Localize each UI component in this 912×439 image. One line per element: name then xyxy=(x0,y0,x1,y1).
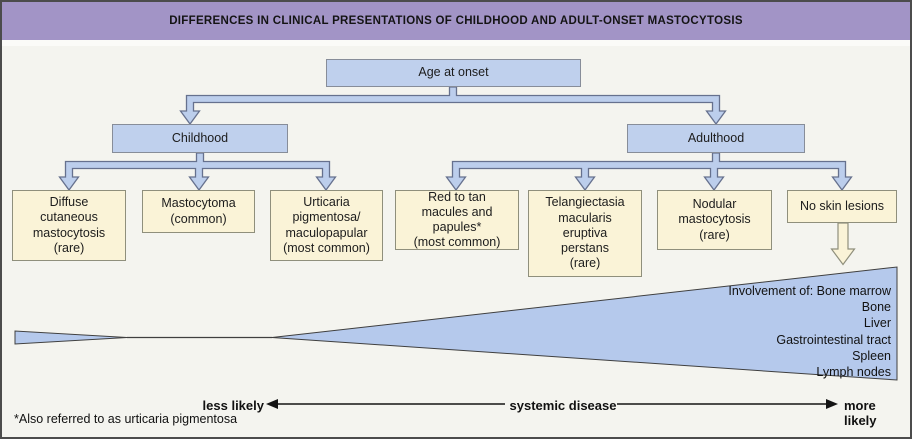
wedge-line: Spleen xyxy=(852,348,891,363)
node-label: Adulthood xyxy=(687,130,745,145)
wedge-large-right xyxy=(271,266,898,381)
wedge-line: Liver xyxy=(863,316,891,331)
footnote: *Also referred to as urticaria pigmentos… xyxy=(14,412,238,426)
axis-label-less-likely: less likely xyxy=(202,398,264,413)
node-red-to-tan-macules: Red to tan macules and papules* (most co… xyxy=(395,190,519,250)
node-label: Age at onset xyxy=(418,65,489,80)
node-label: Childhood xyxy=(171,130,229,145)
node-childhood: Childhood xyxy=(112,124,288,153)
figure-title: DIFFERENCES IN CLINICAL PRESENTATIONS OF… xyxy=(169,15,743,27)
down-arrow-icon xyxy=(830,222,856,266)
wedge-small-left xyxy=(14,330,128,345)
fork-connector-adulthood xyxy=(445,152,853,192)
wedge-line: Lymph nodes xyxy=(816,365,891,380)
node-age-at-onset: Age at onset xyxy=(326,59,581,87)
node-no-skin-lesions: No skin lesions xyxy=(787,190,897,223)
node-label: Telangiectasia macularis eruptiva persta… xyxy=(545,195,625,271)
node-diffuse-cutaneous-mastocytosis: Diffuse cutaneous mastocytosis (rare) xyxy=(12,190,126,261)
wedge-line: Gastrointestinal tract xyxy=(776,332,891,347)
node-label: Nodular mastocytosis (rare) xyxy=(678,197,751,242)
node-label: Mastocytoma (common) xyxy=(161,196,236,226)
node-label: Urticaria pigmentosa/ maculopapular (mos… xyxy=(283,195,370,255)
node-urticaria-pigmentosa: Urticaria pigmentosa/ maculopapular (mos… xyxy=(270,190,383,261)
axis-label-systemic-disease: systemic disease xyxy=(509,398,617,413)
node-mastocytoma: Mastocytoma (common) xyxy=(142,190,255,233)
wedge-line: Bone xyxy=(861,300,891,315)
node-label: Diffuse cutaneous mastocytosis (rare) xyxy=(32,195,106,255)
fork-connector-root xyxy=(179,86,727,126)
axis-arrowhead-left-icon xyxy=(266,399,278,409)
node-adulthood: Adulthood xyxy=(627,124,805,153)
fork-connector-childhood xyxy=(58,152,337,192)
wedge-line: Involvement of: Bone marrow xyxy=(728,284,891,298)
node-telangiectasia: Telangiectasia macularis eruptiva persta… xyxy=(528,190,642,277)
wedge-involvement-list: Involvement of: Bone marrow Bone Liver G… xyxy=(728,283,891,380)
axis-arrowhead-right-icon xyxy=(826,399,838,409)
figure-title-bar: DIFFERENCES IN CLINICAL PRESENTATIONS OF… xyxy=(2,2,910,46)
axis-label-more-likely: more likely xyxy=(844,398,877,428)
node-label: Red to tan macules and papules* (most co… xyxy=(413,189,501,250)
node-label: No skin lesions xyxy=(799,198,885,213)
node-nodular-mastocytosis: Nodular mastocytosis (rare) xyxy=(657,190,772,250)
